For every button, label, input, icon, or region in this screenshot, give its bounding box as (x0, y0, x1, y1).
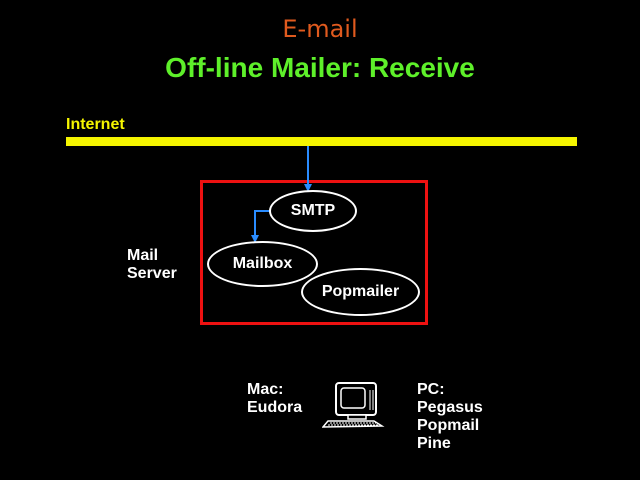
mac-client-line: Mac: (247, 381, 284, 398)
computer-icon (322, 382, 385, 428)
pc-client-line: Pine (417, 435, 451, 452)
pc-client-line: Pegasus (417, 399, 483, 416)
mac-client-label: Mac: Eudora (247, 381, 302, 417)
internet-backbone-bar (66, 137, 577, 146)
slide-title: Off-line Mailer: Receive (165, 52, 475, 83)
mailbox-node: Mailbox (207, 241, 318, 287)
mail-server-box (200, 180, 428, 325)
popmailer-label: Popmailer (321, 283, 400, 300)
smtp-to-mailbox-arrow (251, 210, 269, 243)
internet-label: Internet (66, 116, 125, 133)
pc-client-line: PC: (417, 381, 445, 398)
pc-client-label: PC: Pegasus Popmail Pine (417, 381, 483, 453)
mail-server-label: Mail Server (127, 247, 177, 283)
smtp-label: SMTP (290, 202, 336, 219)
smtp-node: SMTP (269, 190, 357, 232)
mail-server-label-line: Mail (127, 247, 159, 264)
pc-client-line: Popmail (417, 417, 480, 434)
mac-client-line: Eudora (247, 399, 303, 416)
mail-server-label-line: Server (127, 265, 177, 282)
mailbox-label: Mailbox (232, 255, 293, 272)
popmailer-node: Popmailer (301, 268, 420, 316)
section-title: E-mail (282, 15, 358, 43)
